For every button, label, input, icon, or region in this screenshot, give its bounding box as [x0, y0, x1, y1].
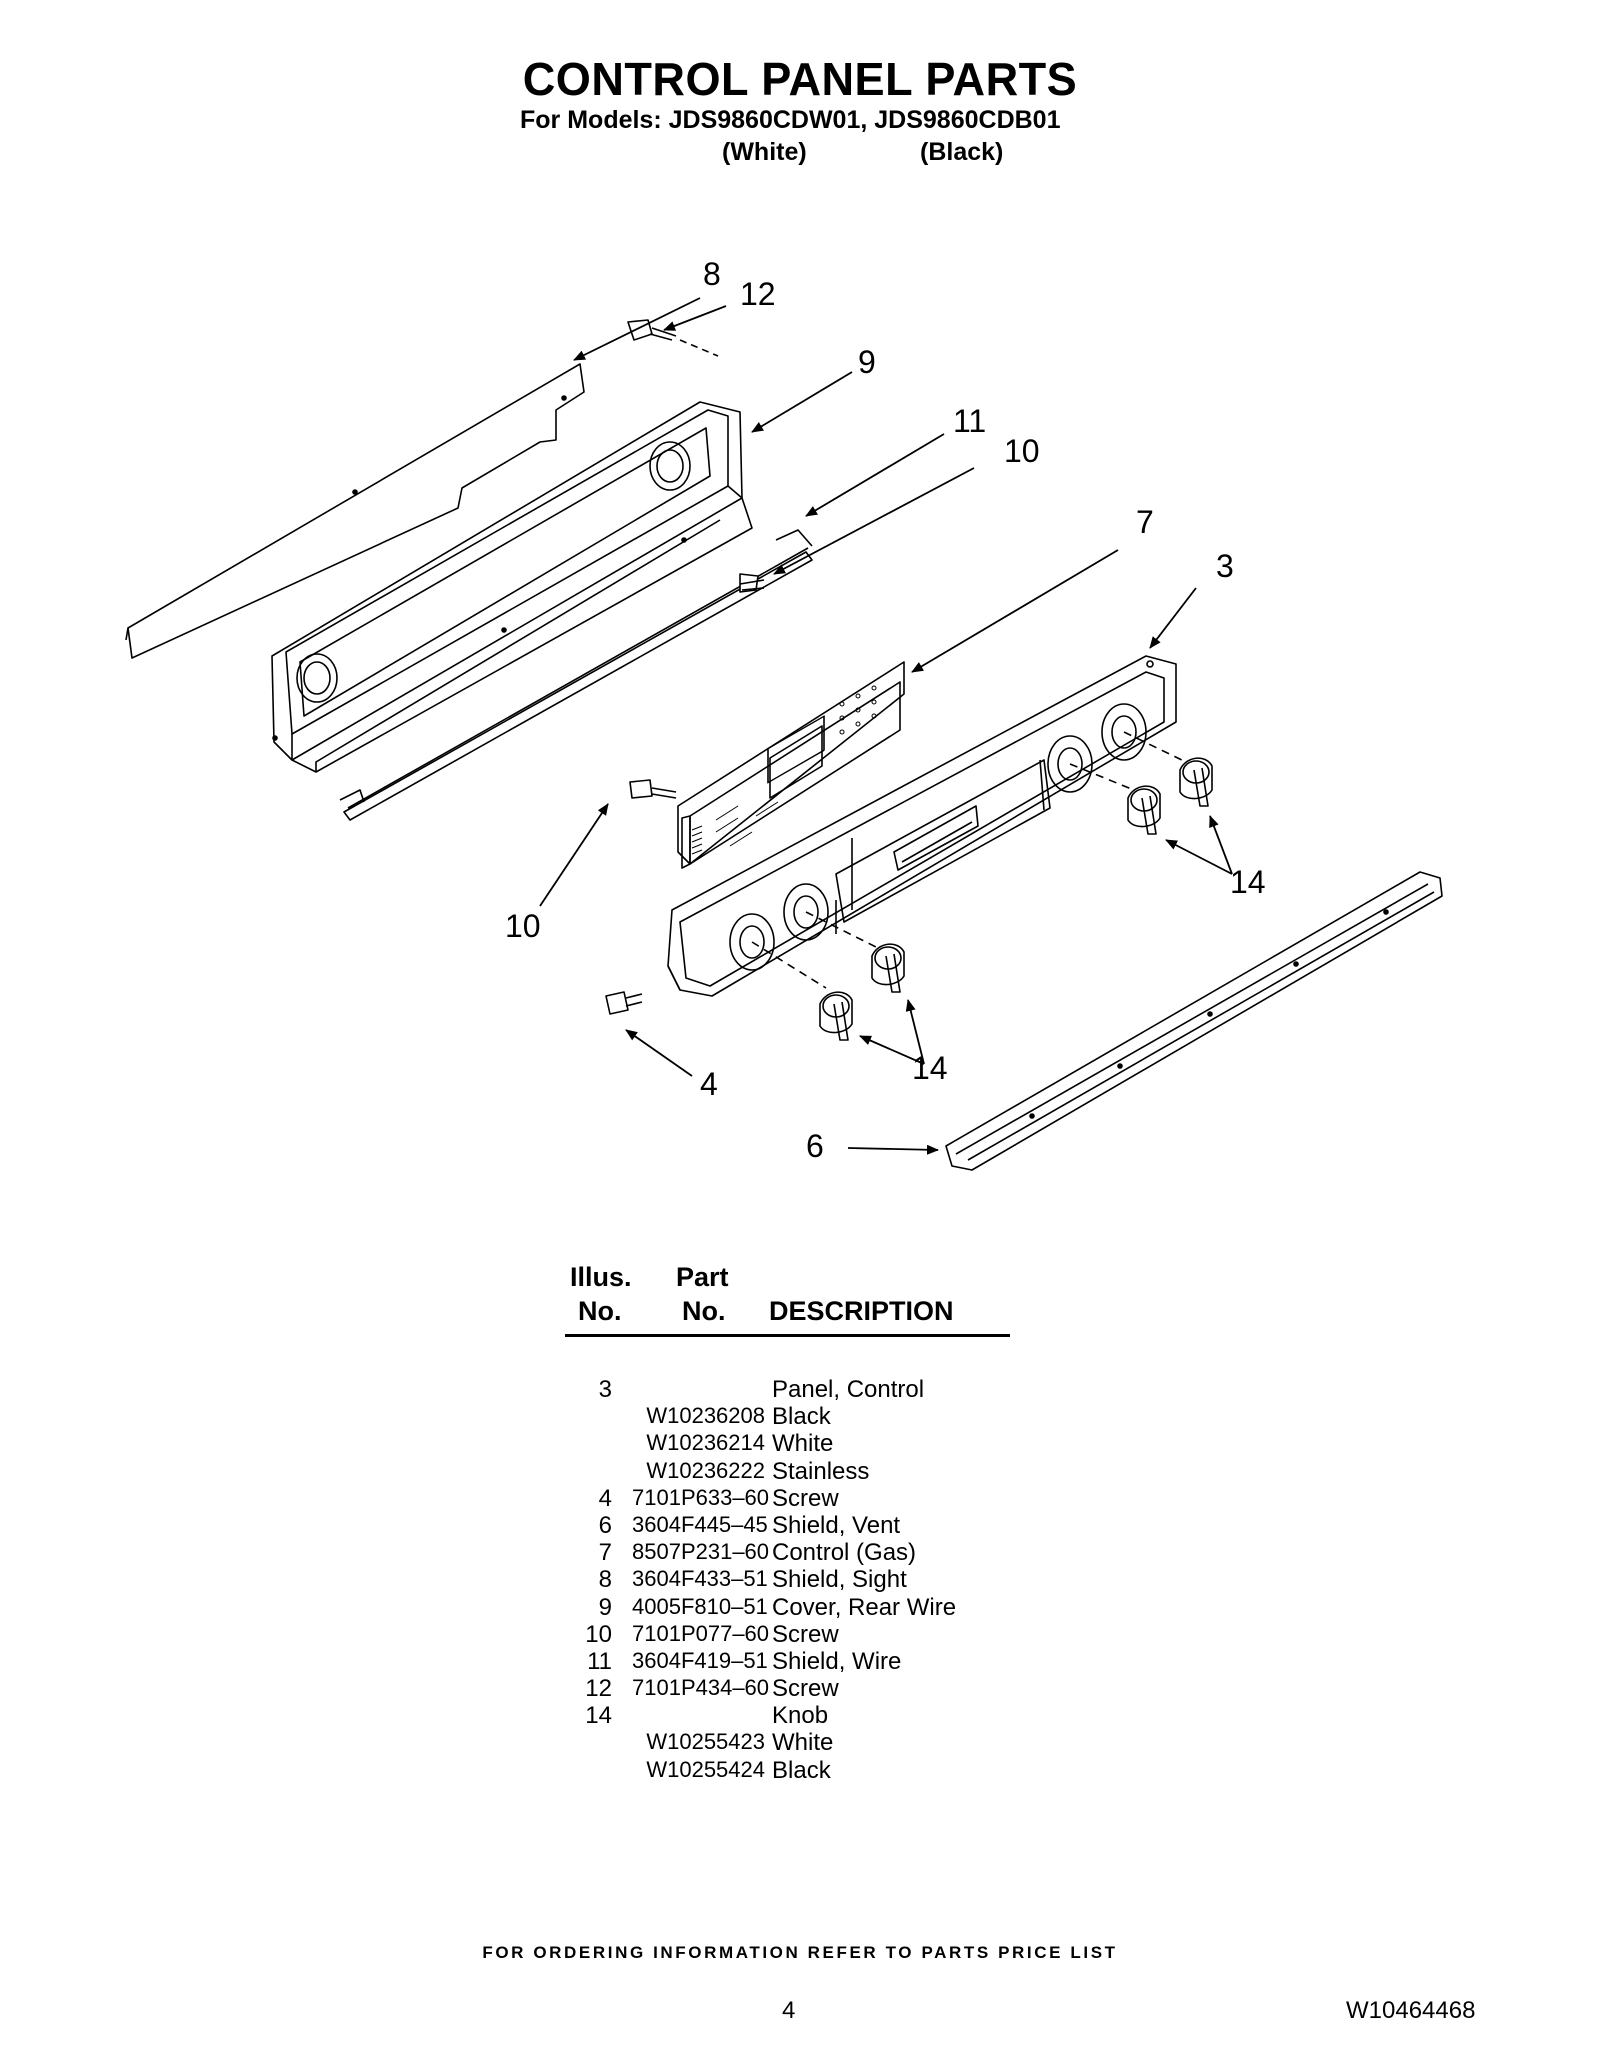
- callout-9: 9: [858, 344, 876, 380]
- page-title: CONTROL PANEL PARTS: [522, 53, 1078, 105]
- illus-number: 9: [598, 1593, 612, 1621]
- illus-number: 4: [598, 1484, 612, 1512]
- illus-number: 3: [598, 1376, 612, 1403]
- control-panel-part: [667, 655, 1177, 997]
- part-description: White: [772, 1430, 834, 1458]
- header-illus-line1: Illus.: [570, 1262, 632, 1292]
- knob-14-part: [805, 911, 905, 993]
- part-description: Panel, Control: [772, 1376, 925, 1403]
- table-header-rule: [565, 1334, 1010, 1337]
- header-part-line1: Part: [676, 1262, 729, 1292]
- part-description: Screw: [772, 1620, 839, 1648]
- callout-4: 4: [700, 1066, 718, 1102]
- screw-10-left-part: [629, 779, 677, 799]
- part-number: W10236222: [646, 1457, 765, 1483]
- illus-number: 6: [598, 1511, 612, 1539]
- callout-14-right: 14: [1230, 864, 1266, 900]
- screw-12-part: [627, 319, 719, 357]
- part-description: Black: [772, 1403, 831, 1431]
- callout-14-bottom: 14: [912, 1050, 948, 1086]
- ordering-note: FOR ORDERING INFORMATION REFER TO PARTS …: [482, 1943, 1118, 1962]
- leader-arrows: [539, 297, 1233, 1155]
- document-number: W10464468: [1346, 1997, 1476, 2024]
- part-number: W10236208: [646, 1403, 765, 1429]
- part-number: 7101P077–60: [632, 1620, 770, 1646]
- part-description: Screw: [772, 1675, 839, 1703]
- illus-number: 8: [598, 1566, 612, 1594]
- rear-wire-cover-part: [271, 401, 753, 773]
- part-description: Shield, Vent: [772, 1511, 901, 1539]
- part-description: Control (Gas): [772, 1539, 917, 1567]
- sight-shield-part: [125, 363, 585, 659]
- page-number: 4: [782, 1997, 796, 2024]
- part-number: 7101P633–60: [632, 1484, 770, 1510]
- part-description: Shield, Wire: [772, 1647, 902, 1675]
- callout-11: 11: [953, 403, 987, 439]
- part-description: Black: [772, 1756, 831, 1784]
- illus-number: 12: [585, 1675, 612, 1703]
- variant-white-label: (White): [722, 138, 807, 166]
- illus-number: 14: [585, 1702, 612, 1730]
- wire-shield-part: [339, 529, 813, 821]
- callout-8: 8: [703, 256, 721, 292]
- illus-number: 7: [598, 1539, 612, 1567]
- illus-number: 11: [587, 1647, 612, 1675]
- part-number: 8507P231–60: [632, 1539, 770, 1565]
- models-line: For Models: JDS9860CDW01, JDS9860CDB01: [520, 106, 1061, 134]
- header-illus-line2: No.: [578, 1296, 622, 1326]
- header-description: DESCRIPTION: [769, 1296, 954, 1326]
- variant-black-label: (Black): [920, 138, 1004, 166]
- part-number: 3604F419–51: [632, 1647, 768, 1673]
- part-number: 3604F433–51: [632, 1566, 768, 1592]
- part-description: Knob: [772, 1702, 829, 1730]
- part-number: W10255423: [646, 1729, 765, 1755]
- illus-number: 10: [585, 1620, 612, 1648]
- part-description: Screw: [772, 1484, 839, 1512]
- callout-12: 12: [740, 276, 776, 312]
- part-description: Stainless: [772, 1457, 870, 1485]
- part-description: Shield, Sight: [772, 1566, 907, 1594]
- screw-10-upper-part: [739, 573, 765, 593]
- callout-3: 3: [1216, 548, 1234, 584]
- exploded-parts-diagram: [125, 297, 1443, 1171]
- part-number: W10255424: [646, 1756, 765, 1782]
- callout-6: 6: [806, 1128, 824, 1164]
- knob-14-part: [1123, 731, 1213, 807]
- part-number: 4005F810–51: [632, 1593, 768, 1619]
- callout-10-left: 10: [505, 908, 541, 944]
- gas-control-board-part: [677, 661, 905, 869]
- part-number: W10236214: [646, 1430, 765, 1456]
- callout-10-upper: 10: [1004, 433, 1040, 469]
- knob-14-part: [1069, 763, 1161, 835]
- screw-4-part: [605, 991, 643, 1015]
- vent-shield-part: [945, 871, 1443, 1171]
- header-part-line2: No.: [682, 1296, 726, 1326]
- part-description: Cover, Rear Wire: [772, 1593, 957, 1621]
- part-number: 3604F445–45: [632, 1511, 768, 1537]
- part-description: White: [772, 1729, 834, 1757]
- knob-14-part: [751, 941, 853, 1041]
- part-number: 7101P434–60: [632, 1675, 770, 1701]
- callout-7: 7: [1136, 504, 1154, 540]
